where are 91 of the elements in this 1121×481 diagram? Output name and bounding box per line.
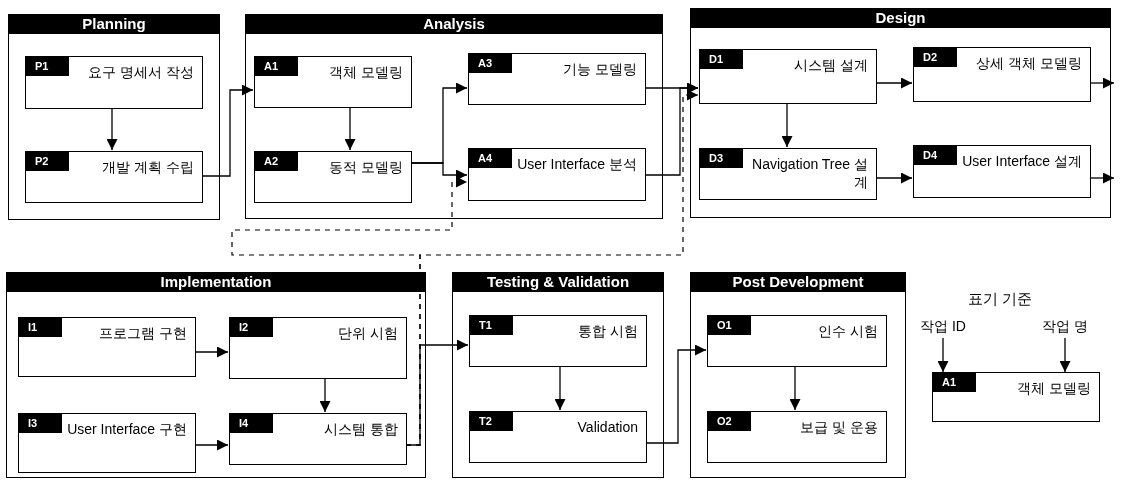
task-box <box>699 148 877 200</box>
task-id-tag: T1 <box>469 315 513 335</box>
task-name: 요구 명세서 작성 <box>87 63 194 81</box>
flow-arrow <box>554 365 566 411</box>
flow-arrow <box>781 102 793 148</box>
feedback-arrow <box>405 89 699 446</box>
task-box <box>707 315 887 367</box>
legend-term: 작업 명 <box>1030 318 1100 338</box>
task-box <box>469 411 647 463</box>
task-id-tag: A3 <box>468 53 512 73</box>
task-box <box>707 411 887 463</box>
task-name: Validation <box>576 418 638 436</box>
phase-title: Analysis <box>245 14 663 34</box>
task-id-tag: A1 <box>254 56 298 76</box>
task-id-tag: A2 <box>254 151 298 171</box>
task-id-tag: I1 <box>18 317 62 337</box>
task-id-tag: D4 <box>913 145 957 165</box>
task-id-tag: I4 <box>229 413 273 433</box>
task-box <box>25 151 203 203</box>
leader-arrow <box>937 337 949 373</box>
task-id-tag: P1 <box>25 56 69 76</box>
phase-panel <box>690 272 906 478</box>
task-id-tag: D3 <box>699 148 743 168</box>
task-box <box>699 49 877 104</box>
task-box <box>254 56 412 108</box>
flow-arrow <box>344 106 356 151</box>
phase-title: Design <box>690 8 1111 28</box>
task-name: User Interface 분석 <box>517 155 637 173</box>
task-box <box>229 317 407 379</box>
task-id-tag: D1 <box>699 49 743 69</box>
exit-arrow <box>1089 77 1115 89</box>
flow-arrow <box>106 107 118 151</box>
flow-arrow <box>194 439 229 451</box>
task-name: 시스템 통합 <box>323 420 398 438</box>
task-name: 인수 시험 <box>817 322 878 340</box>
phase-title: Post Development <box>690 272 906 292</box>
task-id-tag: A4 <box>468 148 512 168</box>
exit-arrow <box>1089 172 1115 184</box>
task-box <box>469 315 647 367</box>
task-box <box>468 53 646 105</box>
task-name: 시스템 설계 <box>793 56 868 74</box>
phase-panel <box>8 14 220 220</box>
task-name: 프로그램 구현 <box>98 324 187 342</box>
task-name: Navigation Tree 설계 <box>751 155 868 191</box>
task-name: User Interface 구현 <box>67 420 187 438</box>
phase-panel <box>452 272 664 478</box>
task-name: 통합 시험 <box>577 322 638 340</box>
task-name: 상세 객체 모델링 <box>975 54 1082 72</box>
flow-arrow <box>875 77 913 89</box>
task-name: 기능 모델링 <box>562 60 637 78</box>
phase-panel <box>690 8 1111 218</box>
task-box <box>25 56 203 109</box>
phase-panel <box>6 272 426 478</box>
phase-panel <box>245 14 663 219</box>
task-box <box>18 317 196 377</box>
task-name: 객체 모델링 <box>328 63 403 81</box>
phase-title: Planning <box>8 14 220 34</box>
task-box <box>468 148 646 201</box>
task-box <box>932 372 1100 422</box>
task-box <box>254 151 412 203</box>
task-id-tag: I2 <box>229 317 273 337</box>
task-id-tag: I3 <box>18 413 62 433</box>
task-name: 객체 모델링 <box>1016 379 1091 397</box>
task-box <box>18 413 196 473</box>
task-id-tag: A1 <box>932 372 976 392</box>
flow-arrow <box>201 84 254 177</box>
legend-title: 표기 기준 <box>966 290 1034 309</box>
task-id-tag: O1 <box>707 315 751 335</box>
task-name: User Interface 설계 <box>962 152 1082 170</box>
flow-arrow <box>410 162 468 181</box>
task-id-tag: T2 <box>469 411 513 431</box>
task-name: 개발 계획 수립 <box>101 158 194 176</box>
phase-title: Testing & Validation <box>452 272 664 292</box>
legend-term: 작업 ID <box>908 318 978 338</box>
task-id-tag: P2 <box>25 151 69 171</box>
task-name: 동적 모델링 <box>328 158 403 176</box>
flow-arrow <box>194 346 229 358</box>
task-box <box>229 413 407 465</box>
task-name: 단위 시험 <box>337 324 398 342</box>
flow-arrow <box>789 365 801 411</box>
leader-arrow <box>1059 337 1071 373</box>
flow-arrow <box>319 377 331 413</box>
flow-arrow <box>875 172 913 184</box>
task-name: 보급 및 운용 <box>799 418 878 436</box>
flow-arrow <box>645 344 707 444</box>
task-box <box>913 47 1091 102</box>
task-id-tag: D2 <box>913 47 957 67</box>
phase-title: Implementation <box>6 272 426 292</box>
task-id-tag: O2 <box>707 411 751 431</box>
task-box <box>913 145 1091 198</box>
flow-arrow <box>644 82 699 176</box>
